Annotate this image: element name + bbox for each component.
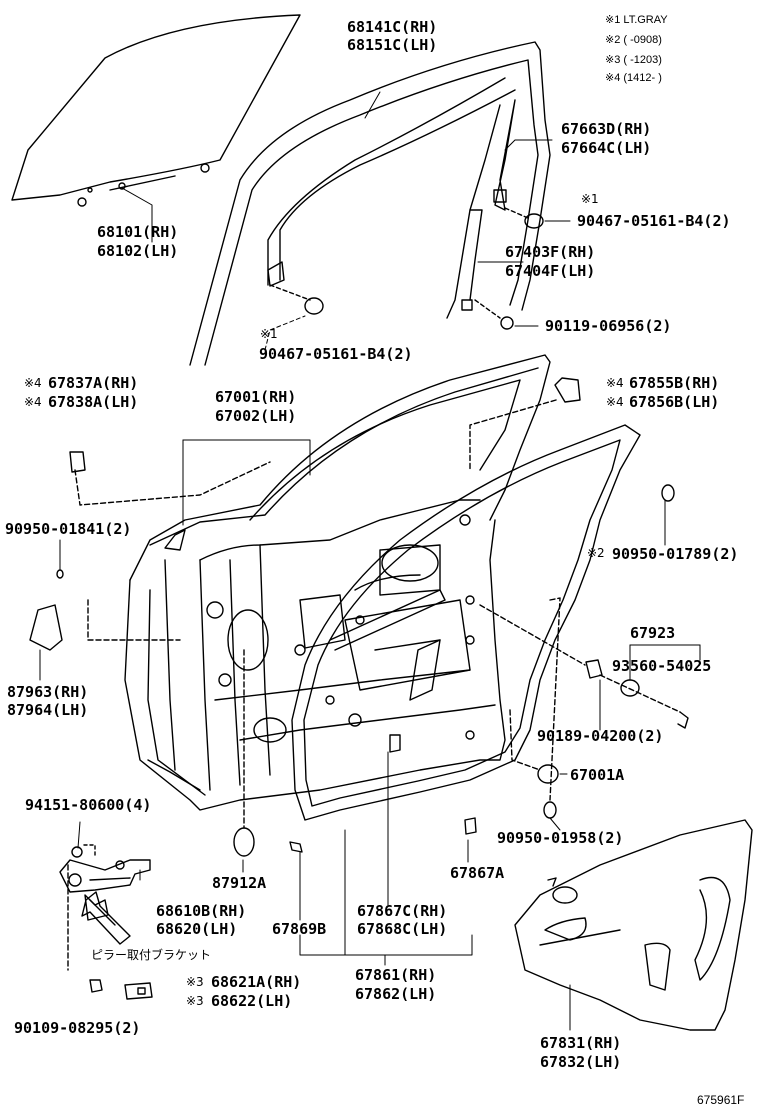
mark-cover-left-lh: ※4 bbox=[24, 395, 42, 409]
label-cushion: 93560-54025 bbox=[612, 657, 712, 675]
mark-cover-left-rh: ※4 bbox=[24, 376, 42, 390]
label-weatherstrip-clip-rh: 67867C(RH) bbox=[357, 902, 448, 920]
label-cover-left-lh: 67838A(LH) bbox=[48, 393, 139, 411]
mark-cover-right-lh: ※4 bbox=[606, 395, 624, 409]
right-small-parts bbox=[389, 377, 689, 835]
label-glass-run-rh: 68141C(RH) bbox=[347, 18, 438, 36]
label-clip-lower: 90467-05161-B4(2) bbox=[259, 345, 413, 363]
mark-clip-lower: ※1 bbox=[260, 327, 278, 341]
label-pad-bottom: 87912A bbox=[212, 874, 267, 892]
hinge-drawing bbox=[59, 844, 153, 1000]
label-weatherstrip-lh: 67862(LH) bbox=[355, 985, 437, 1003]
label-door-panel-lh: 67002(LH) bbox=[215, 407, 297, 425]
legend-note-1: ※1 LT.GRAY bbox=[605, 14, 668, 26]
mark-cover-right-rh: ※4 bbox=[606, 376, 624, 390]
figure-id: 675961F bbox=[697, 1093, 745, 1107]
door-panel-drawing bbox=[124, 354, 551, 811]
label-clip-bottom: 67867A bbox=[450, 864, 505, 882]
label-weatherstrip-rh: 67861(RH) bbox=[355, 966, 437, 984]
label-weatherstrip-clip-lh: 67868C(LH) bbox=[357, 920, 448, 938]
label-plug-bottom-right: 67001A bbox=[570, 766, 625, 784]
label-window-glass-rh: 68101(RH) bbox=[97, 223, 179, 241]
label-division-bar-lh: 67404F(LH) bbox=[505, 262, 596, 280]
label-cover-left-rh: 67837A(RH) bbox=[48, 374, 139, 392]
upper-clips bbox=[267, 207, 544, 330]
label-screw-mid: 90189-04200(2) bbox=[537, 727, 664, 745]
mark-plug-right: ※2 bbox=[587, 546, 605, 560]
glass-run-drawing bbox=[189, 41, 551, 366]
label-bolt-bottom: 90109-08295(2) bbox=[14, 1019, 141, 1037]
label-trim-board-lh: 67832(LH) bbox=[540, 1053, 622, 1071]
legend-note-2: ※2 ( -0908) bbox=[605, 34, 662, 46]
label-door-panel-rh: 67001(RH) bbox=[215, 388, 297, 406]
label-hinge-cover-lh: 68622(LH) bbox=[211, 992, 293, 1010]
label-clip-69b: 67869B bbox=[272, 920, 327, 938]
label-plug-small: 90950-01958(2) bbox=[497, 829, 624, 847]
leader-lines bbox=[39, 91, 701, 1031]
window-glass-drawing bbox=[11, 14, 301, 207]
label-trim-board-rh: 67831(RH) bbox=[540, 1034, 622, 1052]
label-division-ch-lh: 67664C(LH) bbox=[561, 139, 652, 157]
label-bolt-div: 90119-06956(2) bbox=[545, 317, 672, 335]
label-window-glass-lh: 68102(LH) bbox=[97, 242, 179, 260]
label-hinge-rh: 68610B(RH) bbox=[156, 902, 247, 920]
label-clip-upper: 90467-05161-B4(2) bbox=[577, 212, 731, 230]
left-small-parts bbox=[29, 451, 303, 858]
label-pad-side-lh: 87964(LH) bbox=[7, 701, 89, 719]
label-hinge-cover-rh: 68621A(RH) bbox=[211, 973, 302, 991]
label-pillar-bracket: ピラー取付ブラケット bbox=[91, 948, 212, 962]
label-cover-right-rh: 67855B(RH) bbox=[629, 374, 720, 392]
mark-hinge-cover-rh: ※3 bbox=[186, 975, 204, 989]
legend-note-4: ※4 (1412- ) bbox=[605, 72, 662, 84]
label-bolt-hinge: 94151-80600(4) bbox=[25, 796, 152, 814]
label-hinge-lh: 68620(LH) bbox=[156, 920, 238, 938]
legend-note-3: ※3 ( -1203) bbox=[605, 54, 662, 66]
label-division-bar-rh: 67403F(RH) bbox=[505, 243, 596, 261]
label-glass-run-lh: 68151C(LH) bbox=[347, 36, 438, 54]
trim-board-drawing bbox=[514, 819, 753, 1031]
label-plug-left: 90950-01841(2) bbox=[5, 520, 132, 538]
division-bar-drawing bbox=[446, 99, 516, 319]
pillar-bracket-arrow bbox=[81, 891, 131, 945]
label-cover-right-lh: 67856B(LH) bbox=[629, 393, 720, 411]
mark-hinge-cover-lh: ※3 bbox=[186, 994, 204, 1008]
label-plug-right: 90950-01789(2) bbox=[612, 545, 739, 563]
label-pad-side-rh: 87963(RH) bbox=[7, 683, 89, 701]
mark-clip-upper: ※1 bbox=[581, 192, 599, 206]
weatherstrip-drawing bbox=[291, 424, 641, 821]
label-division-ch-rh: 67663D(RH) bbox=[561, 120, 652, 138]
label-group-67923: 67923 bbox=[630, 624, 676, 642]
